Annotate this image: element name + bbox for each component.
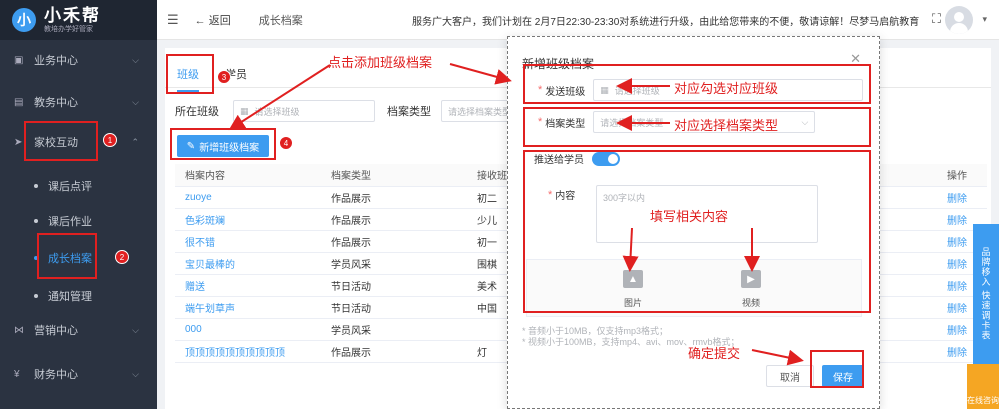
sidebar-item-marketing[interactable]: ⋈ 营销中心 ⌵ [14,324,139,338]
annotation-box-add-button [170,128,276,160]
money-icon: ¥ [14,368,20,380]
annotation-box-class-tab [166,54,214,94]
sidebar-item-teaching[interactable]: ▤ 教务中心 ⌵ [14,96,139,110]
breadcrumb: 成长档案 [258,14,303,27]
annotation-box-save [810,350,864,388]
chevron-down-icon: ⌵ [132,368,139,379]
sidebar-subitem-homework[interactable]: 课后作业 [34,213,92,229]
online-consult-button[interactable]: 在线咨询 [967,364,999,409]
annotation-box-content [523,150,871,313]
send-icon: ➤ [14,136,23,148]
topbar: ☰ ← 返回 成长档案 服务广大客户，我们计划在 2月7日22:30-23:30… [157,0,999,40]
cancel-button[interactable]: 取消 [766,365,814,387]
audio-hint: * 音频小于10MB，仅支持mp3格式； [522,326,669,336]
tab-class[interactable]: 班级 [177,66,199,92]
logo: 小 小禾帮 教培办学好管家 [0,0,157,40]
annotation-box-type-select [523,107,871,147]
sidebar: 小 小禾帮 教培办学好管家 ▣ 业务中心 ⌵ ▤ 教务中心 ⌵ ➤ 家校互动 ⌃… [0,0,157,409]
sidebar-subitem-notices[interactable]: 通知管理 [34,288,92,304]
app-name: 小禾帮 [44,5,101,25]
share-icon: ⋈ [14,324,24,336]
book-icon: ▤ [14,96,24,108]
chevron-down-icon: ⌵ [132,324,139,335]
column-header: 档案类型 [321,164,467,187]
filter-class-select[interactable]: ▦ 请选择班级 [233,100,375,122]
sync-toggle[interactable] [592,151,620,166]
video-hint: * 视频小于100MB，支持mp4、avi、mov、rmvb格式； [522,337,740,347]
annotation-select-type: 对应选择档案类型 [674,118,779,133]
chevron-down-icon: ⌵ [801,116,809,127]
step-badge-3: 3 [217,70,231,84]
filter-type-label: 档案类型 [387,106,431,118]
grid-icon: ▦ [240,105,249,116]
annotation-click-add: 点击添加班级档案 [328,55,433,70]
filter-row: 所在班级 ▦ 请选择班级 档案类型 请选择档案类型 [175,100,521,122]
column-header: 操作 [937,164,987,187]
sidebar-subitem-growth-archive[interactable]: 成长档案 [34,250,92,266]
chevron-up-icon: ⌃ [131,136,139,147]
column-header: 档案内容 [175,164,321,187]
upload-area: ▲ 图片 ▶ 视频 [526,259,862,317]
modal-content-label-row: * 内容 [548,188,576,203]
upload-image-button[interactable]: ▲ 图片 [623,270,643,309]
upload-video-button[interactable]: ▶ 视频 [741,270,761,309]
caret-down-icon[interactable]: ▾ [982,14,987,24]
save-button[interactable]: 保存 [822,365,864,387]
annotation-box-growth-archive [37,233,97,279]
modal-class-row: * 发送班级 ▦ 请选择班级 [538,79,864,101]
promo-float-button[interactable]: 品牌移入 快速调卡表 [973,224,999,364]
sidebar-item-home-school[interactable]: ➤ 家校互动 ⌃ [14,136,139,150]
annotation-box-class-select [523,64,871,104]
step-badge-1: 1 [103,133,117,147]
content-textarea[interactable]: 300字以内 [596,185,818,243]
step-badge-4: 4 [279,136,293,150]
modal-class-select[interactable]: ▦ 请选择班级 [593,79,864,101]
step-badge-2: 2 [115,250,129,264]
filter-class-label: 所在班级 [175,106,219,118]
briefcase-icon: ▣ [14,54,24,66]
annotation-select-class: 对应勾选对应班级 [674,81,779,96]
menu-toggle-icon[interactable]: ☰ [167,11,179,27]
app-subtitle: 教培办学好管家 [44,25,93,33]
chevron-down-icon: ⌵ [132,54,139,65]
add-archive-modal: 新增班级档案 ✕ * 发送班级 ▦ 请选择班级 * 档案类型 请选择档案类型 ⌵… [507,36,880,409]
avatar[interactable] [945,6,973,34]
sidebar-item-business[interactable]: ▣ 业务中心 ⌵ [14,54,139,68]
delete-link[interactable]: 删除 [937,186,987,209]
add-class-archive-button[interactable]: ✎ 新增班级档案 [177,135,269,157]
back-button[interactable]: ← 返回 [194,14,231,27]
annotation-box-home-school [24,121,98,161]
annotation-confirm: 确定提交 [688,346,741,361]
play-icon: ▶ [741,270,761,288]
close-icon[interactable]: ✕ [850,51,861,66]
logo-icon: 小 [12,8,36,32]
fullscreen-icon[interactable]: ⛶ [931,11,941,26]
sidebar-subitem-review[interactable]: 课后点评 [34,178,92,194]
modal-sync-row: 推送给学员 [534,151,620,166]
annotation-fill-content: 填写相关内容 [650,209,729,224]
chevron-down-icon: ⌵ [132,96,139,107]
image-icon: ▲ [623,270,643,288]
system-notice: 服务广大客户，我们计划在 2月7日22:30-23:30对系统进行升级，由此给您… [412,17,920,28]
grid-icon: ▦ [600,84,609,95]
sidebar-item-finance[interactable]: ¥ 财务中心 ⌵ [14,368,139,382]
edit-icon: ✎ [186,140,196,152]
